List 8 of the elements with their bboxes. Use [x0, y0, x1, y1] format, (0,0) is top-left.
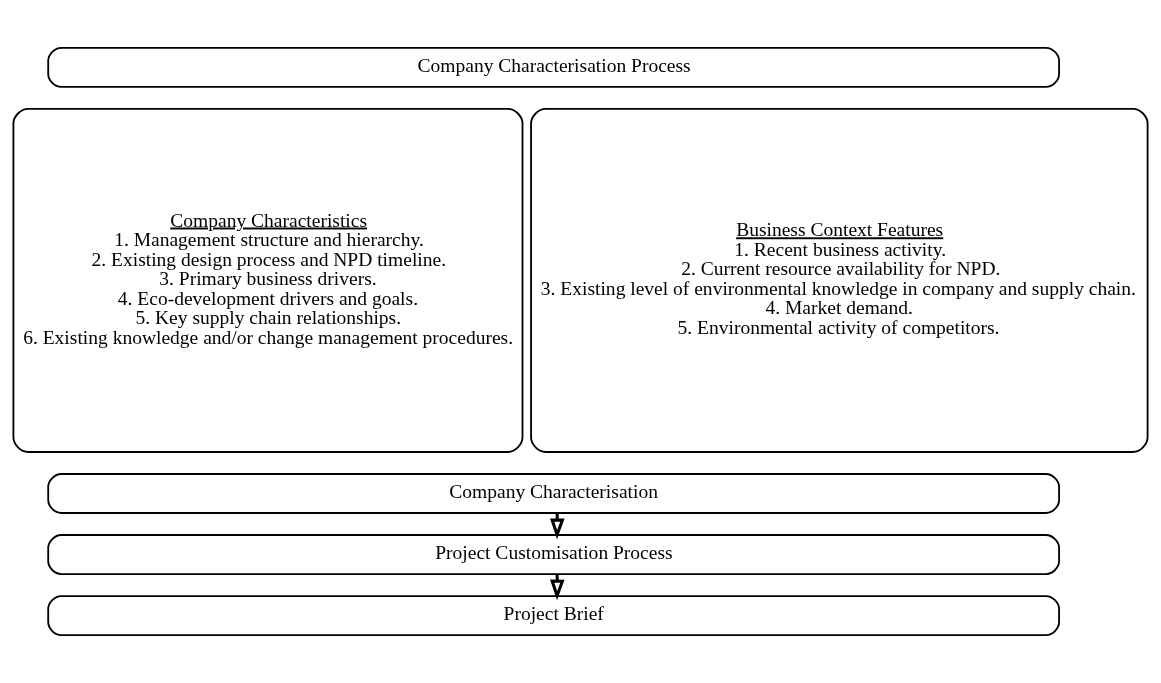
- node-box: Business Context Features 1. Recent business activity. 2. Current resource availability for NPD. 3. Existing level of environmental knowledge in company and supply chain. 4. Market demand. 5. Environmental activity of competitors.: [530, 108, 1149, 453]
- node-box: Project Customisation Process: [47, 534, 1060, 575]
- node-box: Company Characterisation Process: [47, 46, 1060, 88]
- arrow: [550, 574, 565, 601]
- node-box: Company Characterisation: [47, 473, 1060, 514]
- node-box: Company Characteristics 1. Management structure and hierarchy. 2. Existing design process and NPD timeline. 3. Primary business drivers. 4. Eco-development drivers and goals. 5. Key supply chain relationships. 6. Existing knowledge and/or change management procedures.: [12, 108, 524, 453]
- arrow: [550, 513, 565, 540]
- node-box: Project Brief: [47, 595, 1060, 637]
